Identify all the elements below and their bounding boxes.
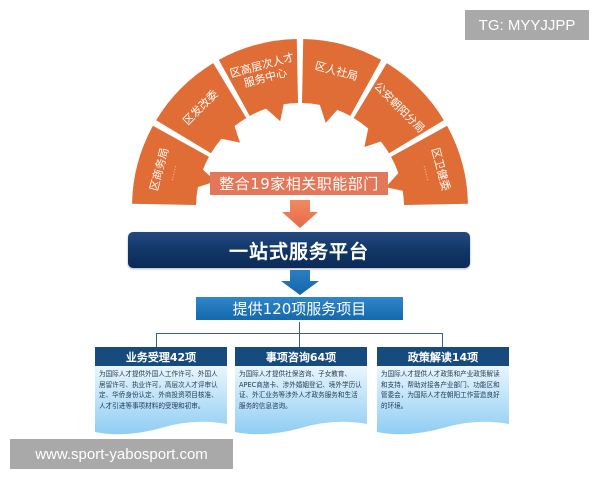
arc-segment [385,125,468,206]
arc-segment [301,39,382,123]
card-business-acceptance: 业务受理42项 为国际人才提供外国人工作许可、外国人居留许可、执业许可，高层次人… [95,347,227,435]
card-title: 业务受理42项 [95,347,227,366]
card-policy-interpretation: 政策解读14项 为国际人才提供人才政策和产业政策解读和支持，帮助对接各产业部门、… [377,347,509,435]
card-title: 事项咨询64项 [235,347,367,366]
arc-segment [132,125,216,206]
card-description: 为国际人才提供外国人工作许可、外国人居留许可、执业许可，高层次人才评审认定、华侨… [99,370,218,410]
connector-horizontal [156,333,443,334]
card-wave-background [377,366,509,435]
card-wave-background [235,366,367,435]
arc-segment [218,39,299,122]
arc-segment [353,63,444,154]
arc-segment [156,63,247,154]
watermark-top-right: TG: MYYJJPP [465,10,589,40]
connector-vertical-center [299,322,300,347]
connector-vertical-right [442,333,443,347]
card-consultation: 事项咨询64项 为国际人才提供社保咨询、子女教育、APEC商旅卡、涉外婚姻登记、… [235,347,367,435]
arrow-down-orange-icon [282,200,318,228]
card-title: 政策解读14项 [377,347,509,366]
card-description: 为国际人才提供人才政策和产业政策解读和支持，帮助对接各产业部门、功能区和管委会，… [381,370,500,410]
card-description: 为国际人才提供社保咨询、子女教育、APEC商旅卡、涉外婚姻登记、境外学历认证、外… [239,370,362,410]
one-stop-platform-bar: 一站式服务平台 [128,232,470,268]
card-wave-background [95,366,227,435]
connector-vertical-left [156,333,157,347]
watermark-bottom-left: www.sport-yabosport.com [10,439,233,469]
services-count-box: 提供120项服务项目 [196,297,403,320]
arrow-down-blue-icon [281,270,319,295]
merge-departments-box: 整合19家相关职能部门 [210,172,388,195]
